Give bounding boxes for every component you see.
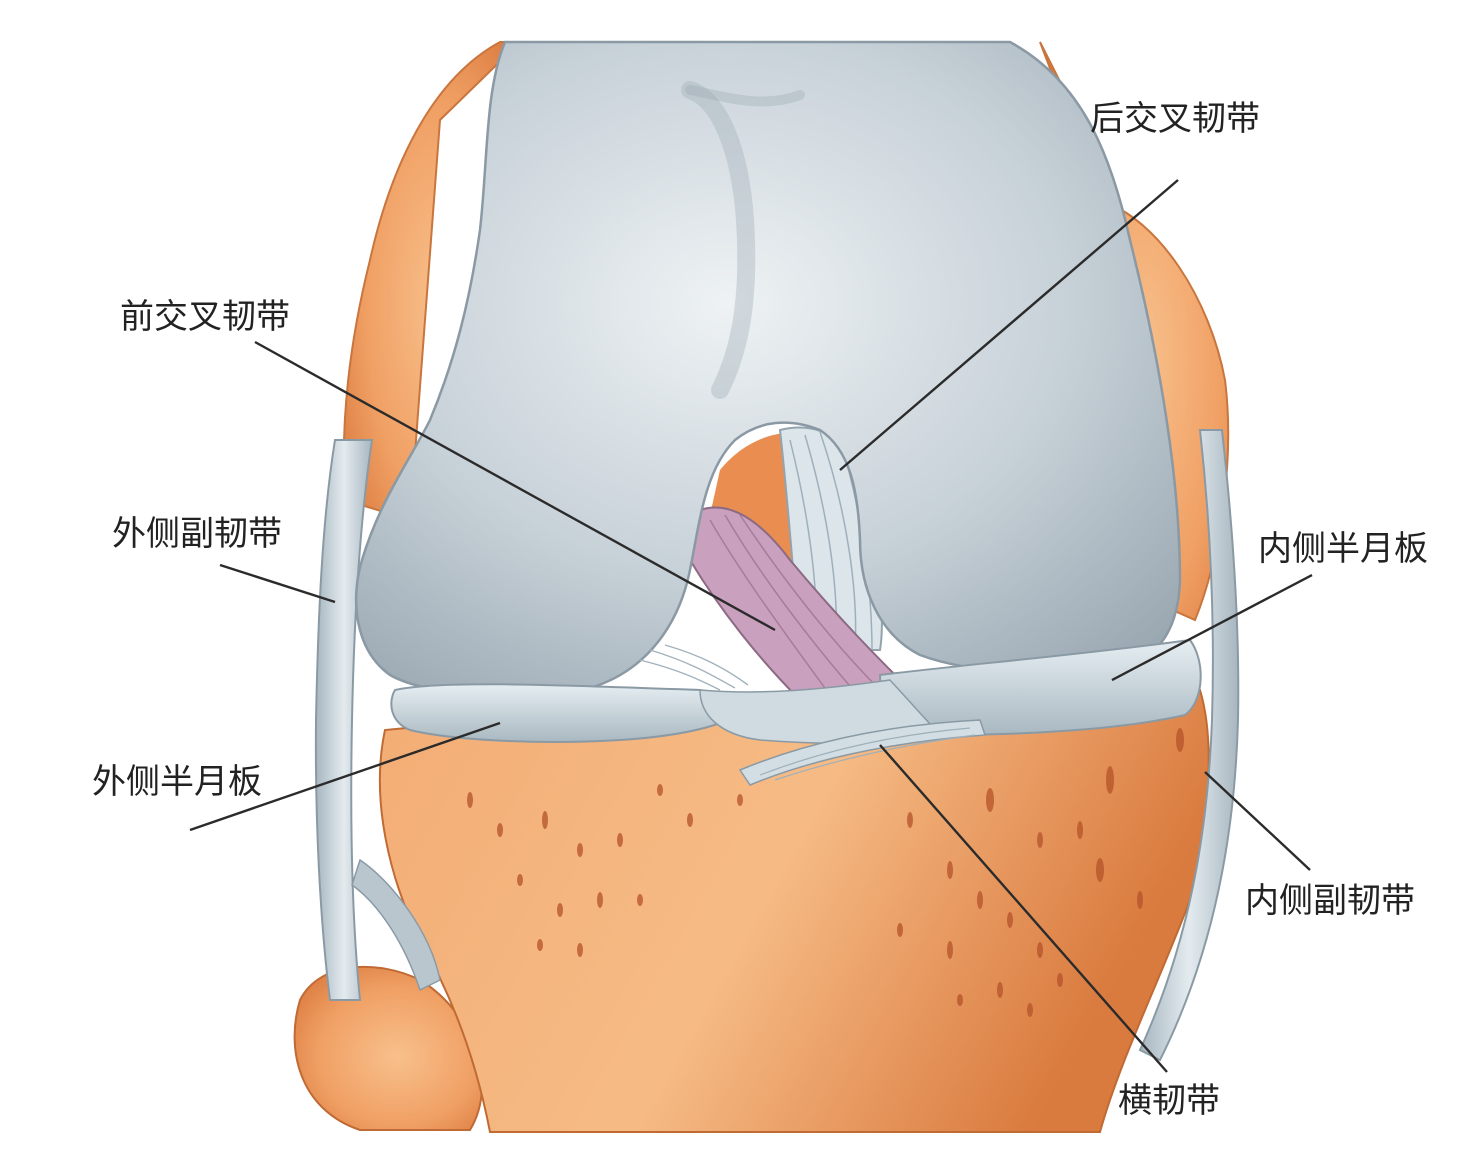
leader-lateral-meniscus (189, 721, 501, 832)
leader-transverse-ligament (879, 744, 1168, 1073)
anterior-cruciate-ligament (688, 506, 913, 702)
label-transverse-ligament: 横韧带 (1118, 1081, 1220, 1121)
leader-acl (254, 340, 776, 632)
leader-medial-meniscus (1111, 573, 1313, 682)
tibia-texture (467, 728, 1184, 1017)
label-lcl: 外侧副韧带 (112, 514, 282, 554)
label-medial-meniscus: 内侧半月板 (1258, 529, 1428, 569)
femur-condyles (354, 40, 1182, 697)
label-pcl: 后交叉韧带 (1090, 99, 1260, 139)
labels: 后交叉韧带 前交叉韧带 外侧副韧带 内侧半月板 外侧半月板 内侧副韧带 横韧带 (92, 99, 1428, 1121)
leader-mcl (1204, 771, 1311, 871)
label-lateral-meniscus: 外侧半月板 (92, 762, 262, 802)
leader-pcl (839, 179, 1179, 471)
transverse-ligament (738, 719, 987, 786)
leader-lines (189, 179, 1313, 1073)
leader-lcl (219, 563, 336, 604)
label-mcl: 内侧副韧带 (1245, 881, 1415, 921)
medial-collateral-ligament (1138, 429, 1240, 1062)
lateral-collateral-ligament (314, 439, 441, 1001)
label-acl: 前交叉韧带 (120, 297, 290, 337)
